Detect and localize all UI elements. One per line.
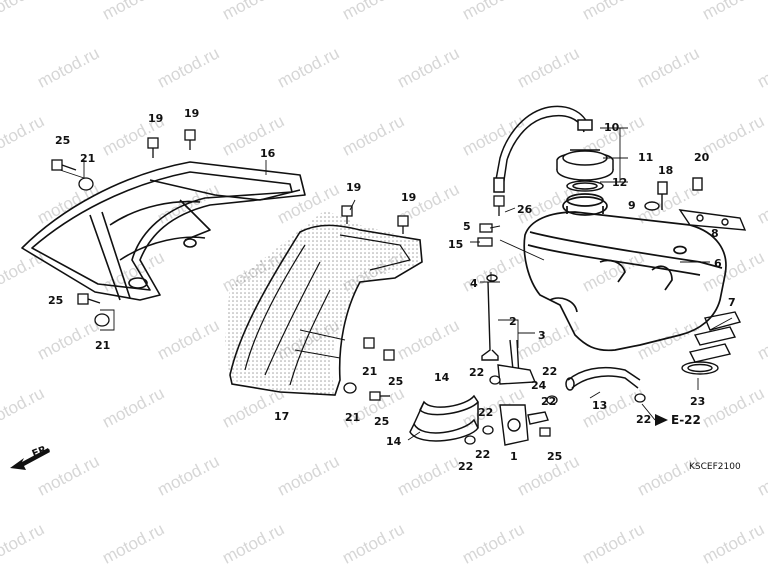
callout-9: 9 [628, 199, 636, 212]
callout-23: 23 [690, 395, 706, 408]
callout-22: 22 [541, 395, 557, 408]
fuel-hose-13 [565, 366, 641, 391]
fuel-cap [556, 119, 614, 192]
callout-18: 18 [658, 164, 674, 177]
callout-25: 25 [374, 415, 390, 428]
callout-13: 13 [592, 399, 608, 412]
callout-19: 19 [184, 107, 200, 120]
callout-16: 16 [260, 147, 276, 160]
fuel-valve [481, 274, 549, 446]
callout-8: 8 [711, 227, 719, 240]
seal-tape [681, 311, 742, 375]
diagram-code: KSCEF2100 [689, 462, 741, 472]
fuel-hose-14 [409, 394, 479, 442]
callout-1: 1 [510, 450, 518, 463]
callout-5: 5 [463, 220, 471, 233]
reference-label: E-22 [671, 413, 701, 427]
callout-21: 21 [362, 365, 378, 378]
callout-25: 25 [55, 134, 71, 147]
callout-14: 14 [386, 435, 402, 448]
callout-22: 22 [478, 406, 494, 419]
callout-21: 21 [95, 339, 111, 352]
fuel-tank [523, 193, 727, 352]
callout-22: 22 [458, 460, 474, 473]
callout-7: 7 [728, 296, 736, 309]
callout-25: 25 [388, 375, 404, 388]
leader-lines [59, 127, 733, 441]
hardware [51, 129, 646, 445]
callout-17: 17 [274, 410, 290, 423]
callout-3: 3 [538, 329, 546, 342]
right-shroud [225, 210, 423, 396]
callout-12: 12 [612, 176, 628, 189]
callout-25: 25 [547, 450, 563, 463]
callout-14: 14 [434, 371, 450, 384]
callout-19: 19 [401, 191, 417, 204]
callout-24: 24 [531, 379, 547, 392]
callout-20: 20 [694, 151, 710, 164]
callout-22: 22 [636, 413, 652, 426]
front-arrow-icon [10, 448, 50, 470]
callout-19: 19 [148, 112, 164, 125]
callout-21: 21 [345, 411, 361, 424]
callout-22: 22 [542, 365, 558, 378]
callout-4: 4 [470, 277, 478, 290]
callout-2: 2 [509, 315, 517, 328]
callout-25: 25 [48, 294, 64, 307]
callout-11: 11 [638, 151, 654, 164]
callout-22: 22 [475, 448, 491, 461]
rubber-mount [644, 177, 747, 231]
callout-6: 6 [714, 257, 722, 270]
callout-21: 21 [80, 152, 96, 165]
callout-26: 26 [517, 203, 533, 216]
callout-10: 10 [604, 121, 620, 134]
callout-19: 19 [346, 181, 362, 194]
callout-15: 15 [448, 238, 464, 251]
left-shroud [21, 161, 306, 301]
breather-tube [493, 105, 591, 193]
reference-arrow-icon [655, 414, 668, 426]
callout-22: 22 [469, 366, 485, 379]
